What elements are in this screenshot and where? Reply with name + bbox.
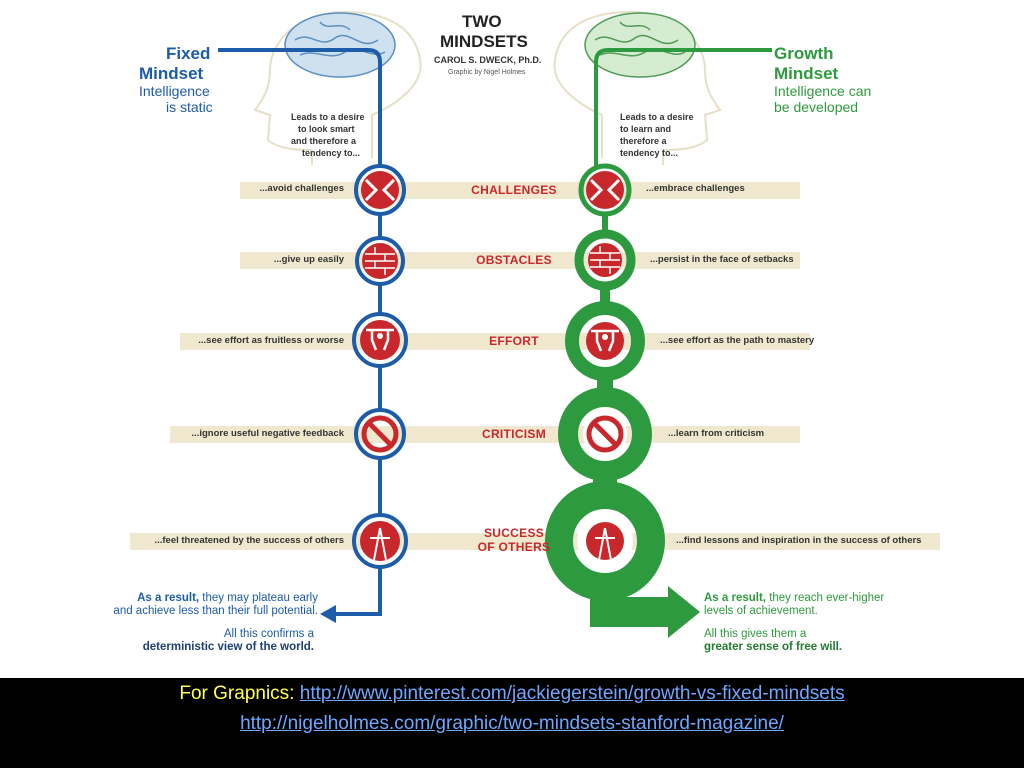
fixed-arrowhead (320, 605, 336, 623)
fixed-brain-icon (284, 12, 396, 78)
growth-gives: All this gives them a greater sense of f… (704, 628, 842, 654)
row-bands (130, 182, 940, 550)
fixed-result-line2: and achieve less than their full potenti… (113, 604, 318, 617)
label-success: SUCCESS (483, 526, 545, 540)
label-of-others: OF OTHERS (477, 540, 551, 554)
infographic-panel: TWO MINDSETS CAROL S. DWECK, Ph.D. Graph… (0, 0, 1024, 678)
main-title-line2: MINDSETS (440, 32, 528, 51)
footer-line2: http://nigelholmes.com/graphic/two-minds… (0, 713, 1024, 735)
growth-result-rest: they reach ever-higher (766, 592, 885, 604)
growth-row-effort: ...see effort as the path to mastery (660, 335, 815, 346)
growth-row-challenges: ...embrace challenges (646, 183, 745, 194)
author: CAROL S. DWECK, Ph.D. (434, 55, 542, 65)
fixed-row-challenges: ...avoid challenges (259, 183, 344, 194)
fixed-row-obstacles: ...give up easily (273, 254, 344, 265)
label-effort: EFFORT (489, 334, 539, 348)
fixed-row-criticism: ...ignore useful negative feedback (191, 428, 344, 439)
growth-row-criticism: ...learn from criticism (668, 428, 765, 439)
growth-arrowhead (668, 586, 700, 638)
growth-leads-line4: tendency to... (620, 148, 679, 158)
fixed-subtitle-line1: Intelligence (139, 83, 210, 99)
fixed-leads-line3: and therefore a (291, 136, 357, 146)
fixed-row-effort: ...see effort as fruitless or worse (198, 335, 344, 346)
growth-effort-icon (586, 322, 624, 360)
label-criticism: CRITICISM (481, 427, 547, 441)
fixed-leads-line2: to look smart (298, 124, 355, 134)
growth-criticism-icon (583, 412, 627, 456)
fixed-challenges-icon (361, 171, 399, 209)
band-effort (180, 333, 810, 350)
growth-success-icon (577, 513, 633, 569)
growth-heading-line2: Mindset (774, 64, 839, 83)
fixed-result-rest: they may plateau early (199, 592, 318, 604)
fixed-success-icon (360, 521, 400, 561)
growth-result-bold: As a result, (704, 592, 766, 604)
fixed-row-success: ...feel threatened by the success of oth… (154, 535, 344, 546)
fixed-confirms-line2: deterministic view of the world. (142, 640, 314, 653)
growth-gives-line1: All this gives them a (704, 628, 807, 640)
credit: Graphic by Nigel Holmes (448, 69, 526, 76)
growth-obstacles-icon (588, 243, 622, 277)
fixed-confirms-line1: All this confirms a (223, 628, 314, 640)
growth-subtitle-line1: Intelligence can (774, 83, 872, 99)
label-obstacles: OBSTACLES (476, 253, 552, 267)
fixed-leads-line1: Leads to a desire (291, 112, 365, 122)
footer-label: For Grapnics: (179, 683, 295, 704)
growth-result: As a result, they reach ever-higher leve… (704, 592, 884, 618)
fixed-result: As a result, they may plateau early and … (113, 592, 318, 618)
fixed-criticism-icon (361, 415, 399, 453)
growth-leads-line3: therefore a (620, 136, 667, 146)
fixed-heading-line1: Fixed (166, 44, 211, 63)
fixed-obstacles-icon (362, 243, 398, 279)
fixed-subtitle-line2: is static (166, 99, 213, 115)
band-success (130, 533, 940, 550)
fixed-confirms: All this confirms a deterministic view o… (143, 628, 314, 654)
fixed-path (332, 162, 408, 616)
growth-heading-line1: Growth (774, 44, 834, 63)
fixed-effort-icon (360, 320, 400, 360)
fixed-heading-line2: Mindset (139, 64, 204, 83)
main-title-line1: TWO (462, 12, 502, 31)
footer-line1: For Grapnics: http://www.pinterest.com/j… (0, 683, 1024, 705)
growth-challenges-icon (586, 171, 624, 209)
growth-gives-line2: greater sense of free will. (704, 640, 843, 653)
growth-row-obstacles: ...persist in the face of setbacks (650, 254, 794, 265)
growth-row-success: ...find lessons and inspiration in the s… (676, 535, 922, 546)
growth-leads-line2: to learn and (620, 124, 672, 134)
growth-result-line2: levels of achievement. (704, 604, 818, 617)
label-challenges: CHALLENGES (471, 183, 557, 197)
growth-path (545, 162, 672, 627)
fixed-connector-line (218, 48, 382, 162)
nigelholmes-link[interactable]: http://nigelholmes.com/graphic/two-minds… (240, 713, 784, 734)
fixed-leads-line4: tendency to... (302, 148, 361, 158)
growth-leads-line1: Leads to a desire (620, 112, 694, 122)
mindset-diagram (130, 10, 940, 638)
growth-connector-line (594, 48, 772, 162)
fixed-result-bold: As a result, (137, 592, 200, 604)
growth-subtitle-line2: be developed (774, 99, 859, 115)
growth-brain-icon (584, 12, 696, 78)
pinterest-link[interactable]: http://www.pinterest.com/jackiegerstein/… (299, 683, 845, 704)
